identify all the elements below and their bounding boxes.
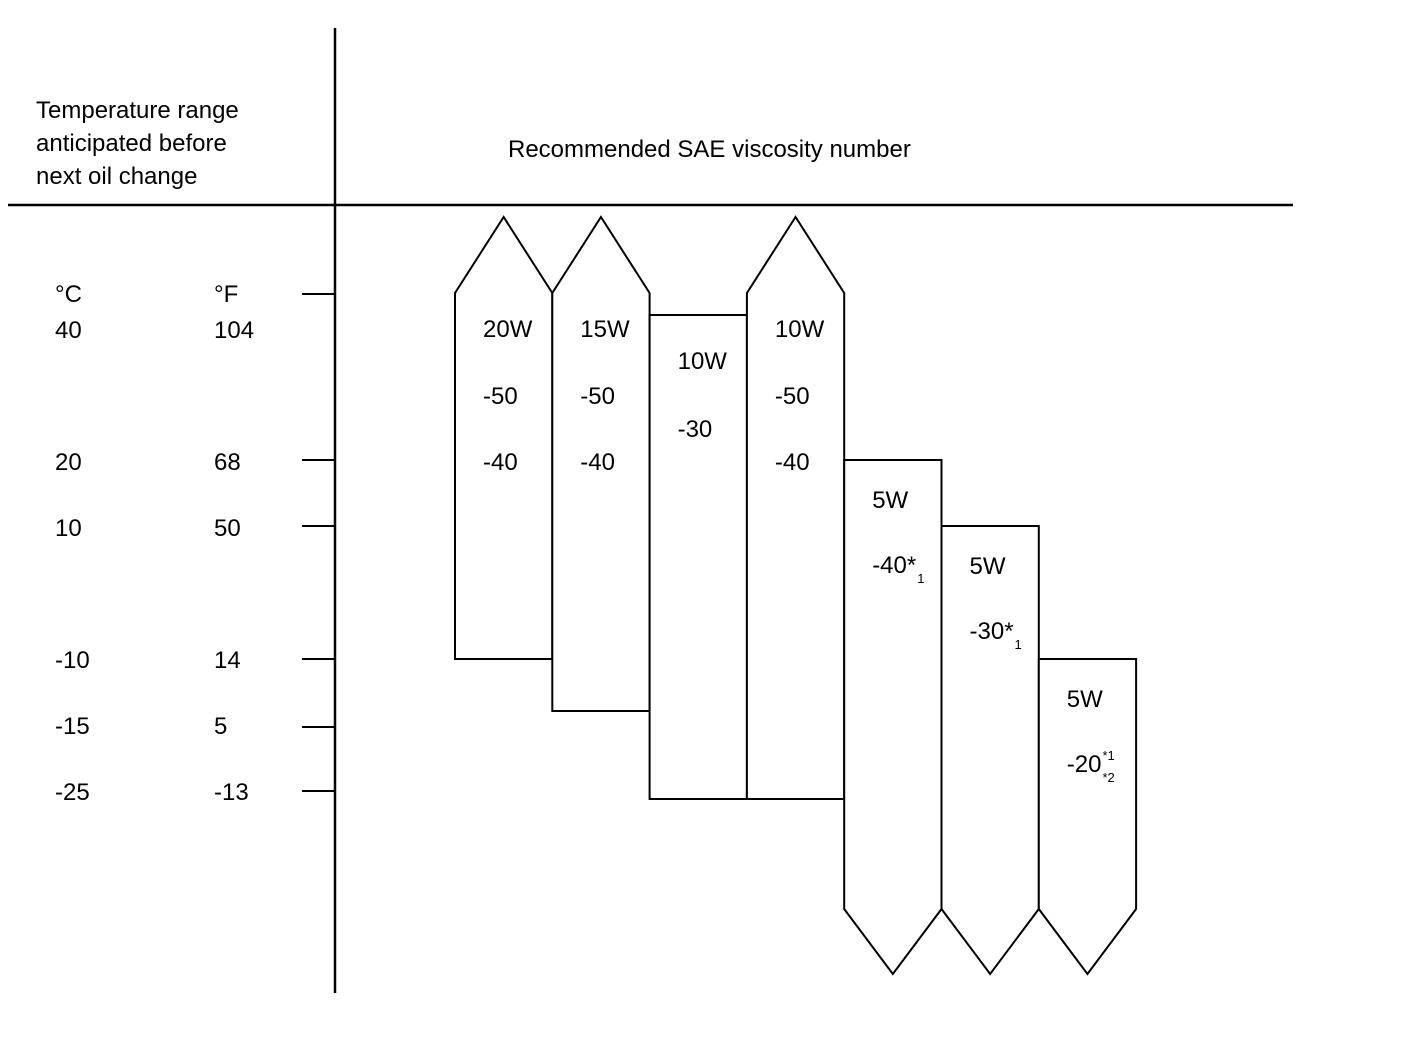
grade-label-3: 10W (775, 316, 825, 343)
grade-band-0 (454, 215, 554, 660)
scale-fahrenheit-1: 68 (214, 449, 241, 476)
scale-celsius-4: -15 (55, 713, 90, 740)
grade-footnote-lower-4: 1 (917, 571, 924, 586)
header-left-line-1: Temperature range (36, 97, 239, 124)
grade-band-3 (745, 215, 846, 800)
grade-range-alt-3: -40 (775, 449, 810, 476)
grade-label-2: 10W (678, 348, 728, 375)
header-right-title: Recommended SAE viscosity number (508, 136, 911, 163)
header-left-line-2: anticipated before (36, 130, 227, 157)
grade-label-6: 5W (1067, 686, 1103, 713)
grade-label-4: 5W (872, 487, 908, 514)
scale-celsius-3: -10 (55, 647, 90, 674)
grade-range-4: -40* (872, 552, 916, 579)
scale-fahrenheit-2: 50 (214, 515, 241, 542)
temperature-scale: 40 104 20 68 10 50 -10 14 -15 5 -25 -13 (55, 317, 335, 806)
grade-bands: 20W-50-4015W-50-4010W-3010W-50-405W-40*1… (454, 215, 1138, 976)
chart-header: Temperature range anticipated before nex… (36, 97, 911, 190)
grade-range-0: -50 (483, 383, 518, 410)
grade-range-1: -50 (580, 383, 615, 410)
grade-range-5: -30* (970, 618, 1014, 645)
grade-band-4 (843, 459, 943, 976)
grade-band-2 (648, 314, 748, 800)
chart-frame (8, 28, 1293, 993)
grade-range-alt-1: -40 (580, 449, 615, 476)
grade-footnote-lower-5: 1 (1015, 637, 1022, 652)
unit-labels: °C °F (55, 281, 335, 308)
unit-celsius: °C (55, 281, 82, 308)
scale-fahrenheit-4: 5 (214, 713, 227, 740)
grade-range-6: -20 (1067, 751, 1102, 778)
grade-range-3: -50 (775, 383, 810, 410)
grade-range-2: -30 (678, 416, 713, 443)
scale-celsius-1: 20 (55, 449, 82, 476)
grade-band-1 (551, 215, 651, 712)
grade-label-5: 5W (970, 553, 1006, 580)
grade-band-6 (1037, 658, 1138, 976)
scale-fahrenheit-3: 14 (214, 647, 241, 674)
grade-band-5 (940, 525, 1040, 976)
scale-fahrenheit-5: -13 (214, 779, 249, 806)
grade-footnote-upper-6: *1 (1102, 748, 1114, 763)
grade-label-0: 20W (483, 316, 533, 343)
grade-label-1: 15W (580, 316, 630, 343)
scale-fahrenheit-0: 104 (214, 317, 254, 344)
header-left-line-3: next oil change (36, 163, 197, 190)
unit-fahrenheit: °F (214, 281, 238, 308)
scale-celsius-0: 40 (55, 317, 82, 344)
grade-range-alt-0: -40 (483, 449, 518, 476)
scale-celsius-2: 10 (55, 515, 82, 542)
grade-footnote-lower-6: *2 (1102, 770, 1114, 785)
scale-celsius-5: -25 (55, 779, 90, 806)
